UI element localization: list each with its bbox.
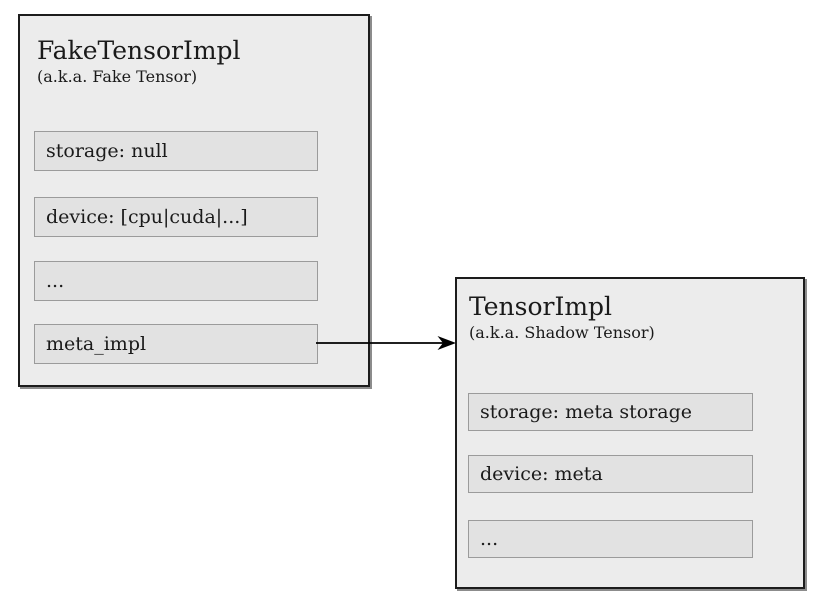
tensor-impl-subtitle: (a.k.a. Shadow Tensor) <box>469 323 655 342</box>
field-device-cpu-cuda: device: [cpu|cuda|...] <box>34 197 318 237</box>
field-storage-null: storage: null <box>34 131 318 171</box>
field-device-meta: device: meta <box>468 455 753 493</box>
fake-tensor-impl-title: FakeTensorImpl <box>37 36 241 65</box>
meta-impl-arrow <box>316 336 456 350</box>
field-ellipsis-right: ... <box>468 520 753 558</box>
fake-tensor-impl-header: FakeTensorImpl (a.k.a. Fake Tensor) <box>37 36 241 88</box>
field-meta-impl: meta_impl <box>34 324 318 364</box>
fake-tensor-impl-subtitle: (a.k.a. Fake Tensor) <box>37 67 198 86</box>
field-ellipsis-left: ... <box>34 261 318 301</box>
tensor-impl-header: TensorImpl (a.k.a. Shadow Tensor) <box>469 292 655 344</box>
field-storage-meta: storage: meta storage <box>468 393 753 431</box>
tensor-impl-title: TensorImpl <box>469 292 613 321</box>
fake-tensor-impl-box: FakeTensorImpl (a.k.a. Fake Tensor) stor… <box>18 14 370 387</box>
arrowhead-icon <box>437 336 456 350</box>
tensor-impl-box: TensorImpl (a.k.a. Shadow Tensor) storag… <box>455 277 805 589</box>
